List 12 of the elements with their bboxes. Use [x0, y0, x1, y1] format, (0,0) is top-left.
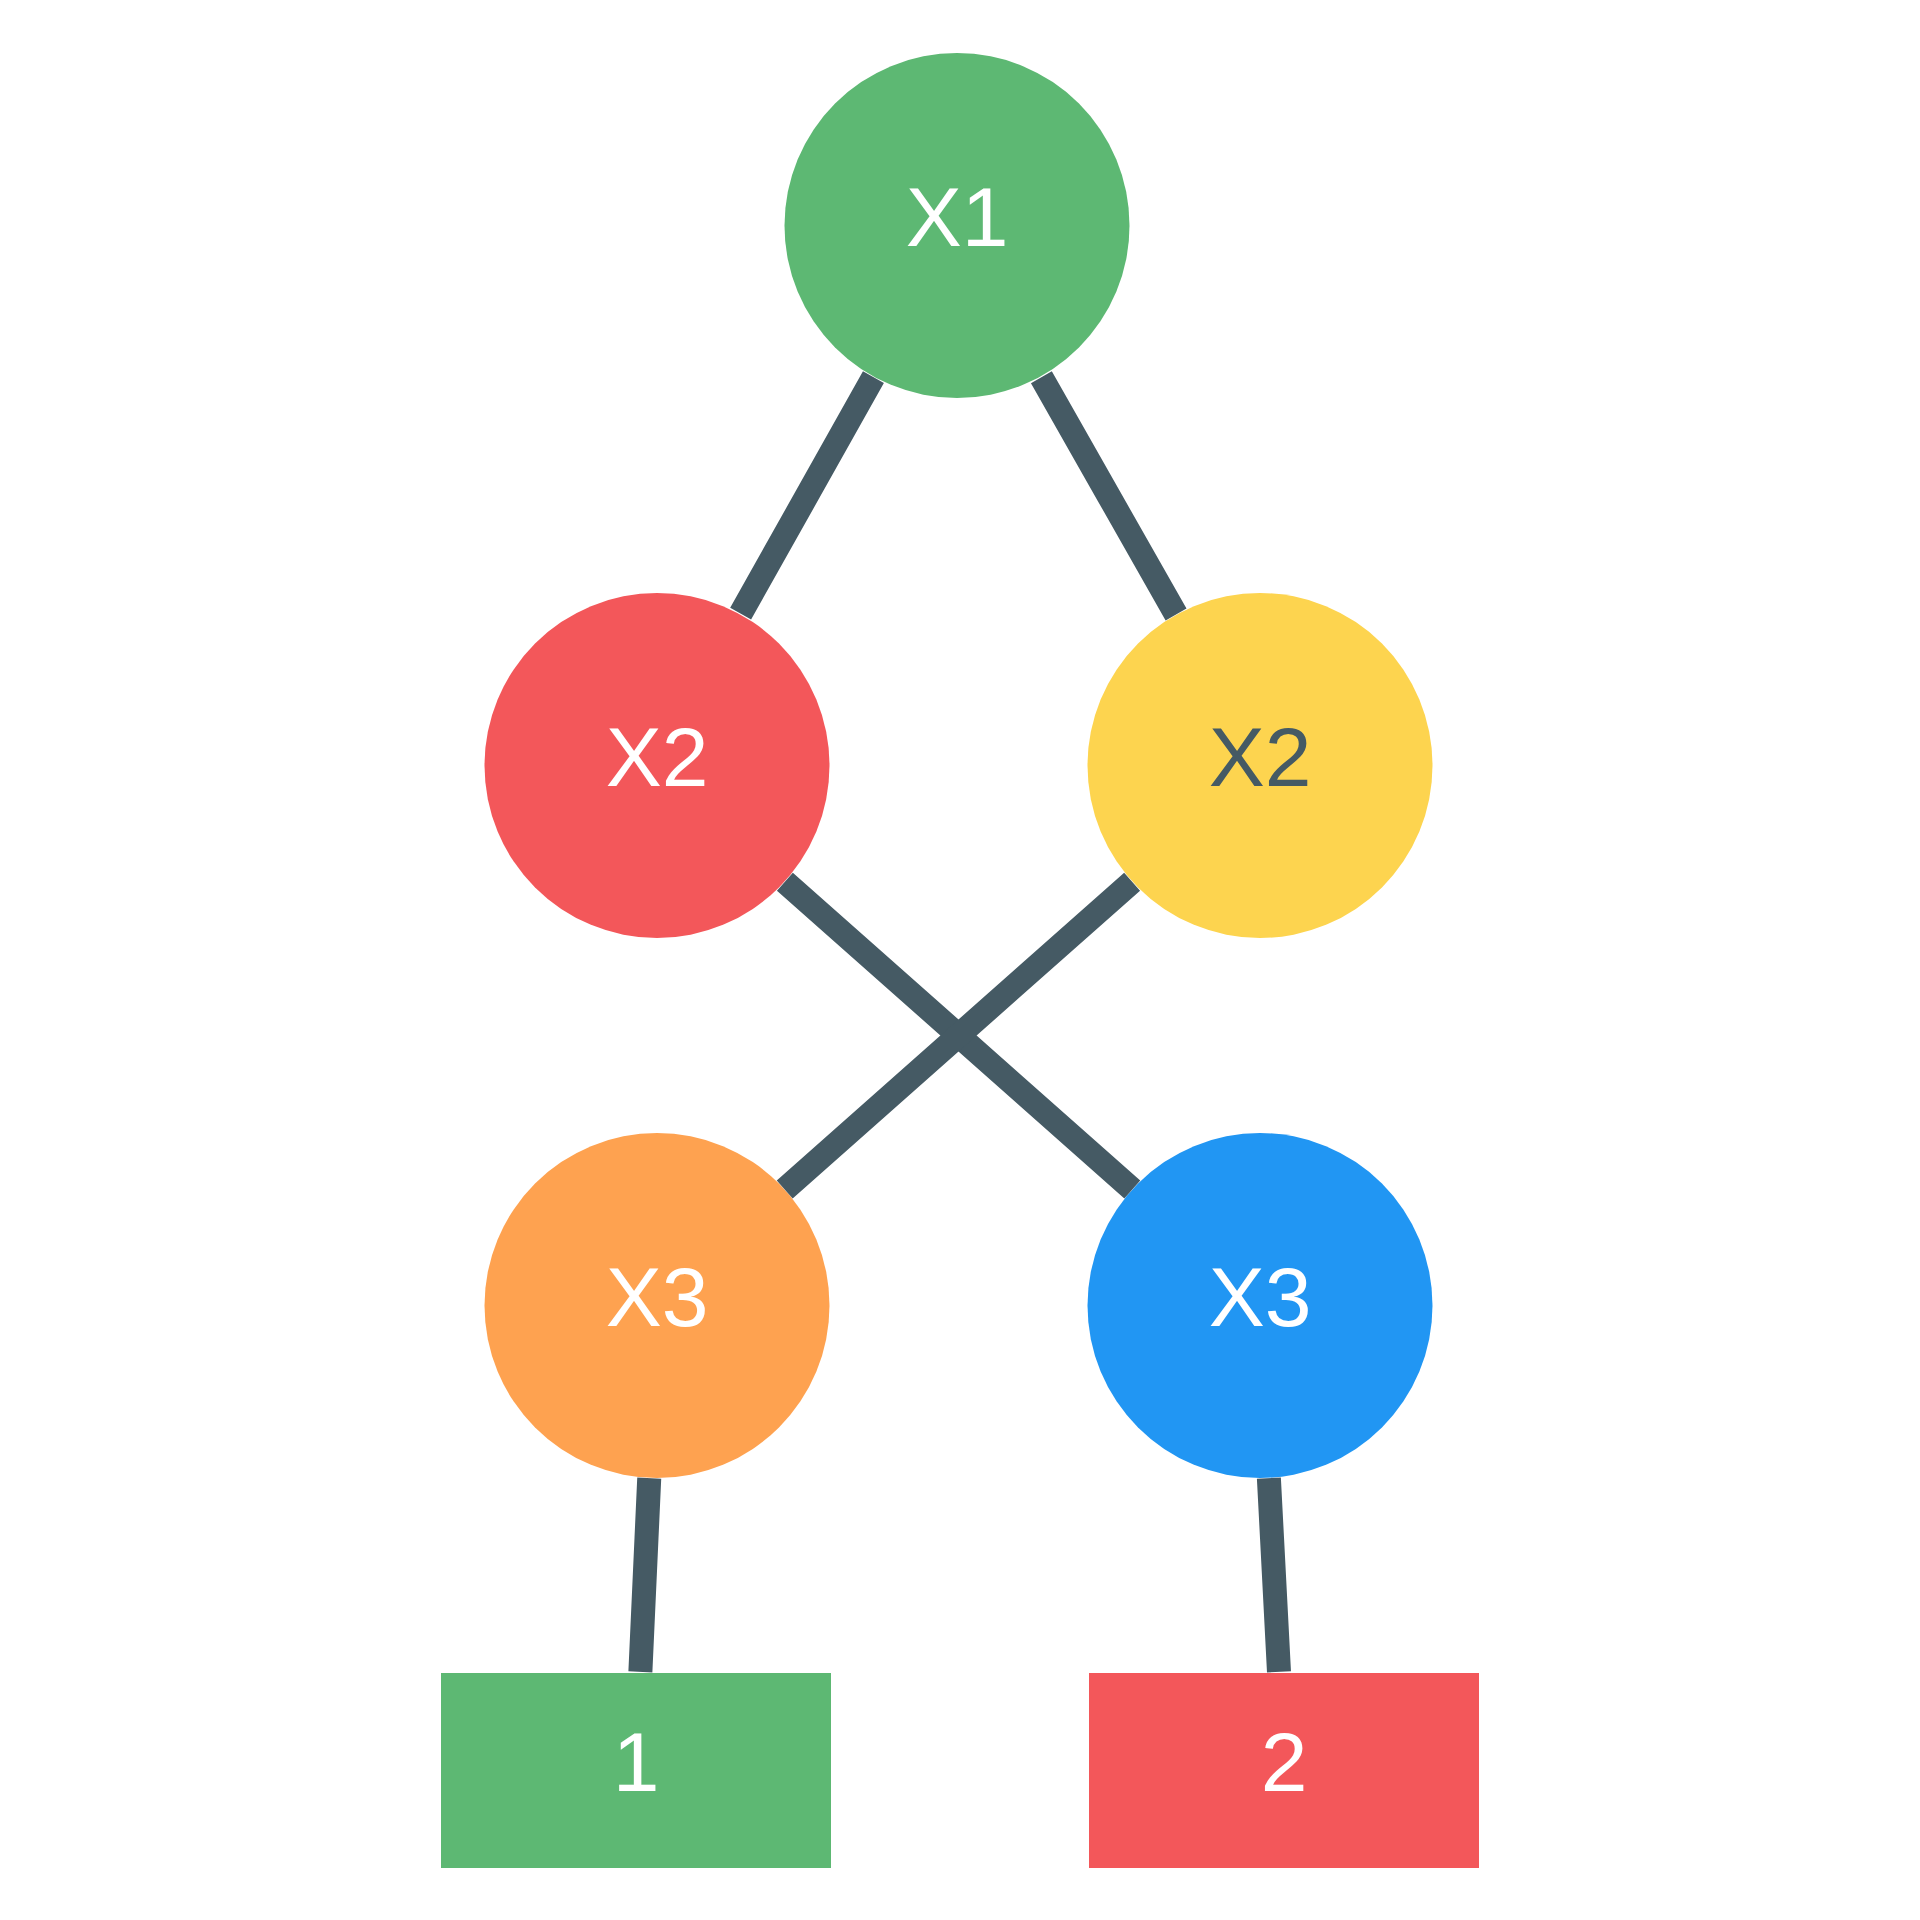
node-circle: X2	[1087, 592, 1433, 938]
connector	[776, 872, 1141, 1198]
node-box: 2	[1089, 1672, 1479, 1868]
connector	[628, 1477, 662, 1672]
connector	[1256, 1476, 1291, 1672]
node-circle: X3	[484, 1132, 830, 1478]
node-box: 1	[441, 1672, 831, 1868]
node-circle: X1	[784, 52, 1130, 398]
connector	[1030, 370, 1187, 620]
connector	[730, 370, 884, 619]
node-circle: X2	[484, 592, 830, 938]
node-circle: X3	[1087, 1132, 1433, 1478]
